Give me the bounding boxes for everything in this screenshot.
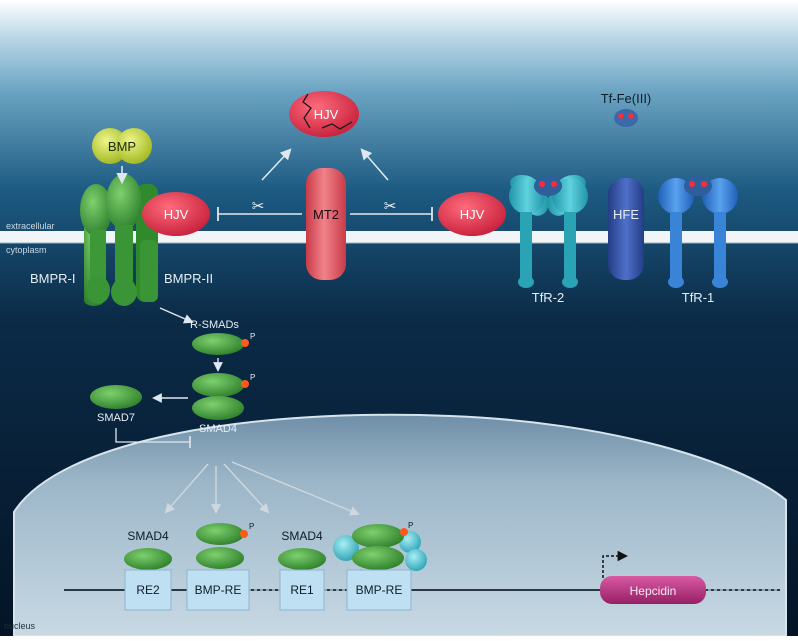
bmp-ball-2 — [116, 128, 152, 164]
smad4-in-complex — [192, 396, 244, 420]
re2-box — [124, 569, 172, 611]
re1-label: RE1 — [290, 583, 314, 597]
scissors-icon: ✂ — [384, 198, 397, 215]
tfr1-left-foot — [668, 276, 684, 288]
cell-membrane — [0, 231, 798, 243]
re2-label: RE2 — [136, 583, 160, 597]
p-label-2: P — [250, 373, 255, 382]
rsmads-label: R-SMADs — [190, 319, 239, 331]
bmp-receptor-complex — [80, 174, 158, 306]
tfr1-bound-tf — [684, 176, 712, 196]
tfr1-label: TfR-1 — [682, 290, 715, 305]
bmpr1-stalk — [90, 230, 106, 280]
tfr1-right-stalk — [714, 212, 726, 282]
tfr1-left-stalk — [670, 212, 682, 282]
extracellular-label: extracellular — [6, 221, 55, 231]
iron-dot — [628, 113, 634, 119]
iron-dot — [701, 181, 707, 187]
hepcidin-gene — [600, 576, 706, 604]
hepcidin-label: Hepcidin — [630, 584, 677, 598]
tfr1-right-foot — [712, 276, 728, 288]
hjv-left-label: HJV — [164, 207, 189, 222]
arrow-to-bmpre2 — [231, 461, 360, 516]
cleavage-crack — [302, 93, 353, 130]
transferrin-iron — [614, 109, 638, 127]
hfe-protein — [608, 178, 644, 280]
transcription-start-arrow — [602, 550, 629, 578]
bmpre2-box — [346, 569, 412, 611]
tfr2-left-stalk — [520, 212, 532, 282]
hjv-right-label: HJV — [460, 207, 485, 222]
iron-dot — [539, 181, 545, 187]
p-label-3: P — [249, 522, 254, 531]
nucleus-label: nucleus — [4, 621, 36, 631]
bmp-label: BMP — [108, 139, 136, 154]
smad4-on-bmpre1 — [196, 547, 244, 569]
hfe-label: HFE — [613, 207, 639, 222]
bmpr2-label: BMPR-II — [164, 271, 213, 286]
bmpr1-label: BMPR-I — [30, 271, 76, 286]
arrow-to-cleaved-hjv-right — [360, 148, 389, 181]
p-label-1: P — [250, 332, 255, 341]
tfr1-receptor — [658, 176, 738, 288]
smad4-re2-label: SMAD4 — [127, 529, 169, 543]
scissors-icon: ✂ — [252, 198, 265, 215]
tfr2-label: TfR-2 — [532, 290, 565, 305]
rsmad-on-bmpre1 — [196, 523, 244, 545]
bmpre1-box — [186, 569, 250, 611]
mt2-protease — [306, 168, 346, 280]
bmpre2-label: BMP-RE — [356, 583, 403, 597]
tfr2-bound-tf — [534, 176, 562, 196]
bmpr-center-domain — [106, 174, 142, 230]
smad4-on-re1 — [278, 548, 326, 570]
cofactor-ball — [405, 549, 427, 571]
arrow-receptor-to-rsmads — [159, 307, 194, 324]
rsmad-in-complex — [192, 373, 244, 397]
arrow-to-cleaved-hjv-left — [261, 148, 292, 181]
tf-body — [614, 109, 638, 127]
hjv-cleaved — [289, 91, 359, 137]
rsmad-phospho — [192, 333, 244, 355]
bmpr2-front — [140, 240, 158, 302]
rsmad-on-bmpre2 — [352, 524, 404, 548]
smad7-inhibits-smad4 — [115, 428, 190, 443]
iron-dot — [551, 181, 557, 187]
phosphate-dot — [240, 530, 248, 538]
tfr2-right-stalk — [564, 212, 576, 282]
bmpr1-foot — [86, 276, 110, 304]
tfr2-right-foot — [562, 276, 578, 288]
smad4-cyto-label: SMAD4 — [199, 423, 237, 435]
iron-dot — [618, 113, 624, 119]
bmpr-domain — [80, 184, 112, 236]
cofactor-ball — [333, 535, 359, 561]
bmpr-center-foot — [111, 278, 137, 306]
re1-box — [279, 569, 325, 611]
hjv-right — [438, 192, 506, 236]
smad4-on-bmpre2 — [352, 546, 404, 570]
phosphate-dot — [241, 380, 249, 388]
tfr2-receptor — [509, 174, 588, 288]
phosphate-dot — [241, 339, 249, 347]
bmpr-center-stalk — [115, 225, 133, 285]
arrow-to-re2 — [164, 463, 209, 514]
smad4-re1-label: SMAD4 — [281, 529, 323, 543]
bmp-ligand: BMP — [92, 128, 152, 164]
smad4-on-re2 — [124, 548, 172, 570]
smad7-label: SMAD7 — [97, 412, 135, 424]
tf-fe-label: Tf-Fe(III) — [601, 91, 652, 106]
hjv-left — [142, 192, 210, 236]
smad7 — [90, 385, 142, 409]
arrow-to-re1 — [223, 463, 270, 514]
cofactor-ball — [399, 531, 421, 553]
mt2-label: MT2 — [313, 207, 339, 222]
hjv-cleaved-label: HJV — [314, 107, 339, 122]
bmpre1-label: BMP-RE — [195, 583, 242, 597]
iron-dot — [689, 181, 695, 187]
cytoplasm-label: cytoplasm — [6, 245, 47, 255]
p-label-4: P — [408, 521, 413, 530]
phosphate-dot — [400, 528, 408, 536]
tfr2-left-foot — [518, 276, 534, 288]
